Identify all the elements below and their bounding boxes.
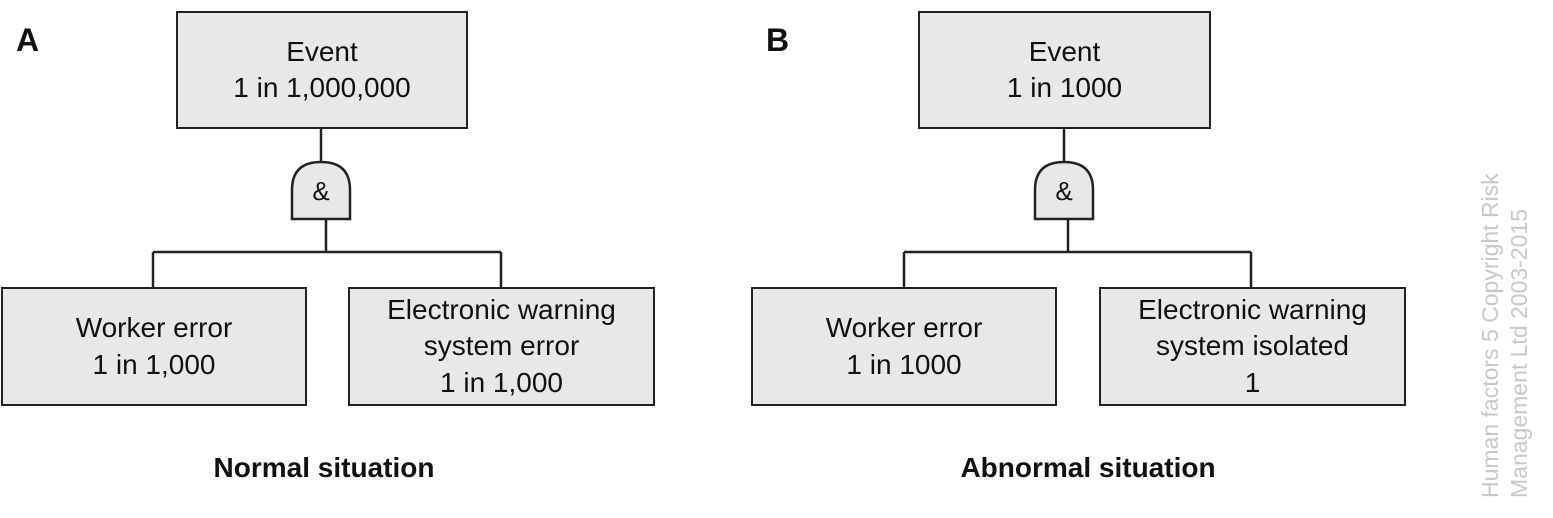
copyright-watermark-line2: Management Ltd 2003-2015 (1505, 209, 1532, 498)
panel-b-warning-system-line1: Electronic warning (1138, 293, 1367, 325)
panel-a-worker-error-title: Worker error (75, 312, 233, 344)
panel-b-connectors (902, 128, 1253, 288)
panel-b-top-event-probability: 1 in 1000 (1006, 72, 1123, 103)
panel-b-warning-system-line2: system isolated (1156, 330, 1349, 362)
panel-a-caption: Normal situation (213, 452, 435, 483)
panel-b-worker-error-box: Worker error 1 in 1000 (751, 287, 1057, 406)
copyright-watermark-text: Human factors 5 Copyright Risk Managemen… (1476, 126, 1534, 498)
panel-b-worker-error-title: Worker error (825, 312, 983, 344)
panel-b-top-event-title: Event (1028, 35, 1101, 67)
panel-a-worker-error-probability: 1 in 1,000 (92, 348, 216, 380)
panel-a-top-event-probability: 1 in 1,000,000 (233, 72, 411, 103)
panel-b-caption: Abnormal situation (960, 452, 1216, 483)
panel-b-gate-symbol: & (1055, 176, 1073, 206)
panel-a-warning-system-line2: system error (423, 330, 580, 362)
panel-b-warning-system-probability: 1 (1244, 366, 1261, 398)
panel-b-letter: B (766, 22, 790, 58)
panel-b-top-event: Event 1 in 1000 (918, 11, 1211, 129)
panel-a-top-event-title: Event (286, 35, 358, 67)
panel-a-top-event: Event 1 in 1,000,000 (176, 11, 468, 129)
panel-b-warning-system-box: Electronic warning system isolated 1 (1099, 287, 1406, 406)
panel-a-connectors (151, 128, 503, 288)
copyright-watermark-line1: Human factors 5 Copyright Risk (1477, 173, 1503, 498)
panel-b-and-gate (1033, 160, 1095, 221)
panel-a-warning-system-probability: 1 in 1,000 (440, 366, 563, 398)
panel-b-worker-error-probability: 1 in 1000 (846, 348, 962, 380)
panel-a-warning-system-line1: Electronic warning (387, 293, 616, 325)
panel-a-gate-symbol: & (312, 176, 330, 206)
copyright-watermark: Human factors 5 Copyright Risk Managemen… (1476, 126, 1536, 498)
panel-a-warning-system-box: Electronic warning system error 1 in 1,0… (348, 287, 655, 406)
panel-a-worker-error-box: Worker error 1 in 1,000 (1, 287, 307, 406)
panel-a-letter: A (16, 22, 40, 58)
panel-a-and-gate (290, 160, 352, 221)
